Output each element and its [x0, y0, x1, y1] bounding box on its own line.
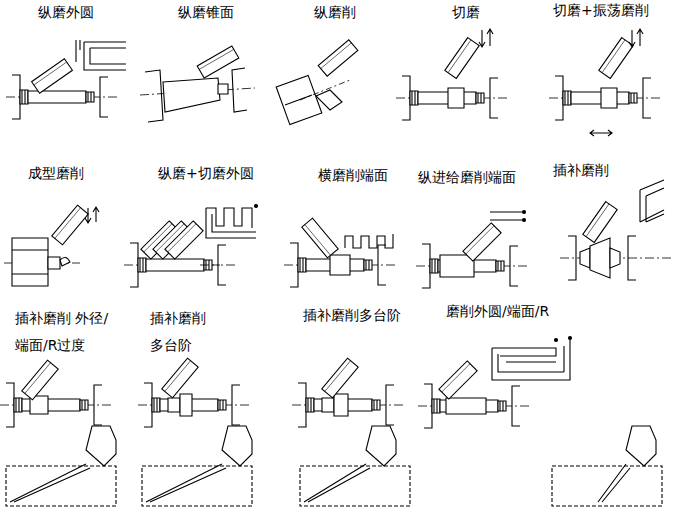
method-label: 纵磨外圆: [38, 3, 94, 21]
interpolation-od-face-radius: [0, 360, 116, 506]
method-label: 插补磨削 外径/端面/R过度: [15, 305, 155, 359]
interpolation-grinding: [560, 180, 672, 280]
method-label: 纵磨锥面: [178, 3, 234, 21]
method-label: 纵磨削: [314, 3, 356, 21]
od-face-radius: [418, 337, 662, 507]
method-label: 插补磨削多台阶: [303, 306, 401, 324]
face-transverse: [284, 218, 398, 287]
method-label: 切磨+振荡磨削: [553, 1, 649, 19]
method-label: 纵进给磨削端面: [418, 168, 516, 186]
method-label: 磨削外圆/端面/R: [446, 302, 549, 320]
taper-longitudinal: [140, 46, 255, 122]
method-label: 成型磨削: [28, 164, 84, 182]
plunge-oscillating: [549, 29, 663, 136]
method-label: 插补磨削: [553, 161, 609, 179]
method-label: 切磨: [452, 3, 480, 21]
interpolation-multi-step-2: [292, 358, 410, 506]
plunge-grinding: [396, 29, 510, 120]
method-label: 纵磨+切磨外圆: [158, 164, 254, 182]
method-label: 横磨削端面: [318, 166, 388, 184]
face-longitudinal-feed: [416, 211, 530, 289]
cone-longitudinal: [276, 40, 358, 125]
method-label: 插补磨削 多台阶: [150, 305, 230, 359]
outer-longitudinal: [6, 40, 126, 119]
form-grinding: [4, 205, 99, 286]
longitudinal-plunge: [124, 205, 258, 288]
interpolation-multi-step: [138, 358, 252, 506]
